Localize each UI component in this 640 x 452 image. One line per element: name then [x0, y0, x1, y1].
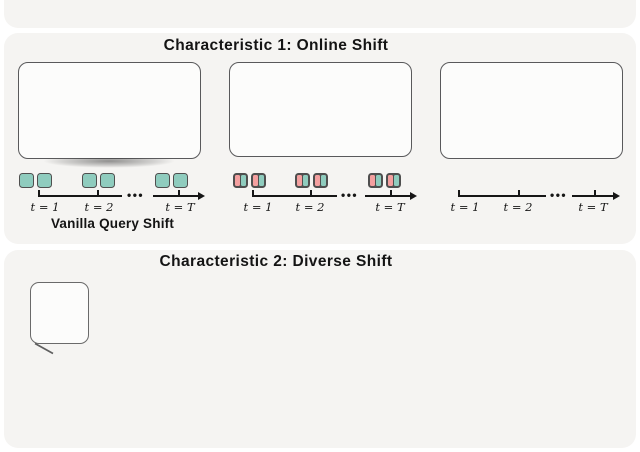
speech-bubble: [30, 282, 89, 344]
shifted-sample-square: [386, 173, 401, 188]
shifted-sample-square: [233, 173, 248, 188]
top-panel: [4, 0, 636, 28]
tick-label-t1: t = 1: [30, 200, 60, 214]
timeline-segment: [252, 195, 337, 197]
stream-box-1: [18, 62, 201, 159]
query-sample-square: [82, 173, 97, 188]
tick-label-t1: t = 1: [450, 200, 480, 214]
tick-label-tT: t = T: [165, 200, 195, 214]
query-sample-square: [19, 173, 34, 188]
section2-panel: [4, 250, 636, 448]
timeline-segment: [38, 195, 122, 197]
timeline-ellipsis: •••: [127, 188, 145, 202]
vanilla-query-shift-caption: Vanilla Query Shift: [50, 216, 175, 231]
query-sample-square: [173, 173, 188, 188]
tick-label-tT: t = T: [375, 200, 405, 214]
query-sample-square: [100, 173, 115, 188]
tick-label-t1: t = 1: [243, 200, 273, 214]
timeline-arrowhead: [198, 192, 205, 200]
timeline-ellipsis: •••: [341, 188, 359, 202]
query-sample-square: [155, 173, 170, 188]
timeline-ellipsis: •••: [550, 188, 568, 202]
shifted-sample-square: [295, 173, 310, 188]
timeline-tick: [97, 190, 99, 195]
shifted-sample-square: [251, 173, 266, 188]
timeline-tick: [594, 190, 596, 195]
tick-label-t2: t = 2: [503, 200, 533, 214]
timeline-tick: [178, 190, 180, 195]
section1-title: Characteristic 1: Online Shift: [163, 37, 389, 54]
query-sample-square: [37, 173, 52, 188]
timeline-segment: [365, 195, 411, 197]
tick-label-t2: t = 2: [295, 200, 325, 214]
timeline-segment: [153, 195, 199, 197]
stream-box-3: [440, 62, 623, 159]
timeline-tick: [458, 190, 460, 195]
section2-title: Characteristic 2: Diverse Shift: [159, 253, 393, 270]
timeline-arrowhead: [410, 192, 417, 200]
timeline-segment: [458, 195, 546, 197]
timeline-tick: [38, 190, 40, 195]
shifted-sample-square: [313, 173, 328, 188]
timeline-tick: [252, 190, 254, 195]
timeline-tick: [518, 190, 520, 195]
timeline-tick: [390, 190, 392, 195]
shifted-sample-square: [368, 173, 383, 188]
stream-box-2: [229, 62, 412, 157]
timeline-arrowhead: [613, 192, 620, 200]
tick-label-t2: t = 2: [84, 200, 114, 214]
speech-bubble-tail: [34, 342, 54, 355]
stream-box-1-shadow: [28, 158, 190, 172]
timeline-tick: [310, 190, 312, 195]
tick-label-tT: t = T: [578, 200, 608, 214]
timeline-segment: [572, 195, 614, 197]
